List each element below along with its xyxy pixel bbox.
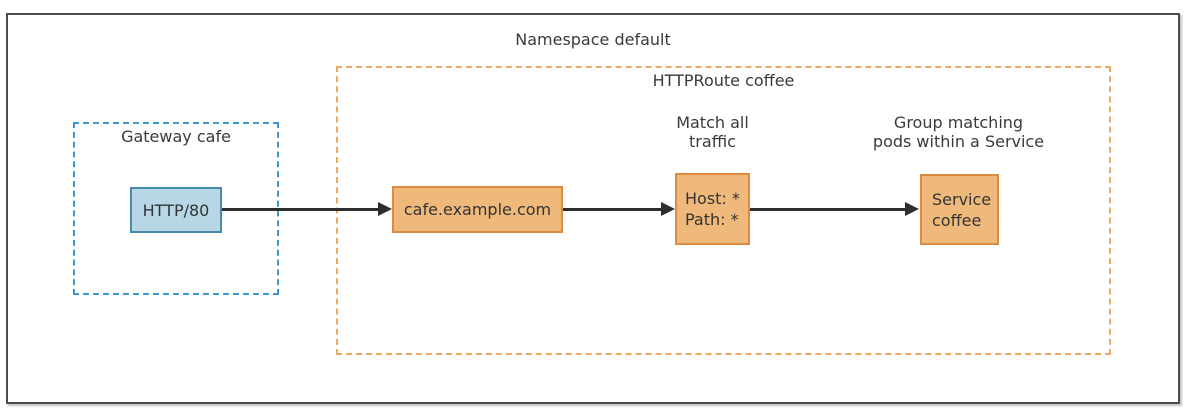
service-node: Service coffee: [920, 174, 999, 245]
service-annotation: Group matching pods within a Service: [858, 113, 1059, 151]
arrow-line: [222, 208, 378, 211]
arrow-head-icon: [378, 202, 392, 216]
gateway-listener-node: HTTP/80: [130, 187, 222, 233]
match-host-rule: Host: *: [685, 189, 740, 208]
match-rules-node: Host: * Path: *: [675, 173, 750, 245]
arrow-head-icon: [661, 202, 675, 216]
match-path-rule: Path: *: [685, 210, 739, 229]
arrow-line: [750, 208, 905, 211]
arrow-line: [563, 208, 661, 211]
hostname-node: cafe.example.com: [392, 186, 563, 233]
gateway-title: Gateway cafe: [121, 127, 231, 146]
service-annotation-line1: Group matching: [893, 113, 1024, 132]
match-annotation-line1: Match all: [676, 113, 749, 132]
namespace-title: Namespace default: [515, 30, 671, 49]
match-annotation-line2: traffic: [689, 132, 736, 151]
arrow-head-icon: [905, 202, 919, 216]
service-name-line2: coffee: [932, 210, 982, 230]
gateway-listener-label: HTTP/80: [142, 200, 210, 220]
hostname-label: cafe.example.com: [403, 200, 552, 219]
match-annotation: Match all traffic: [632, 113, 793, 151]
service-name-line1: Service: [932, 189, 992, 209]
httproute-title: HTTPRoute coffee: [652, 71, 795, 90]
service-annotation-line2: pods within a Service: [872, 132, 1045, 151]
